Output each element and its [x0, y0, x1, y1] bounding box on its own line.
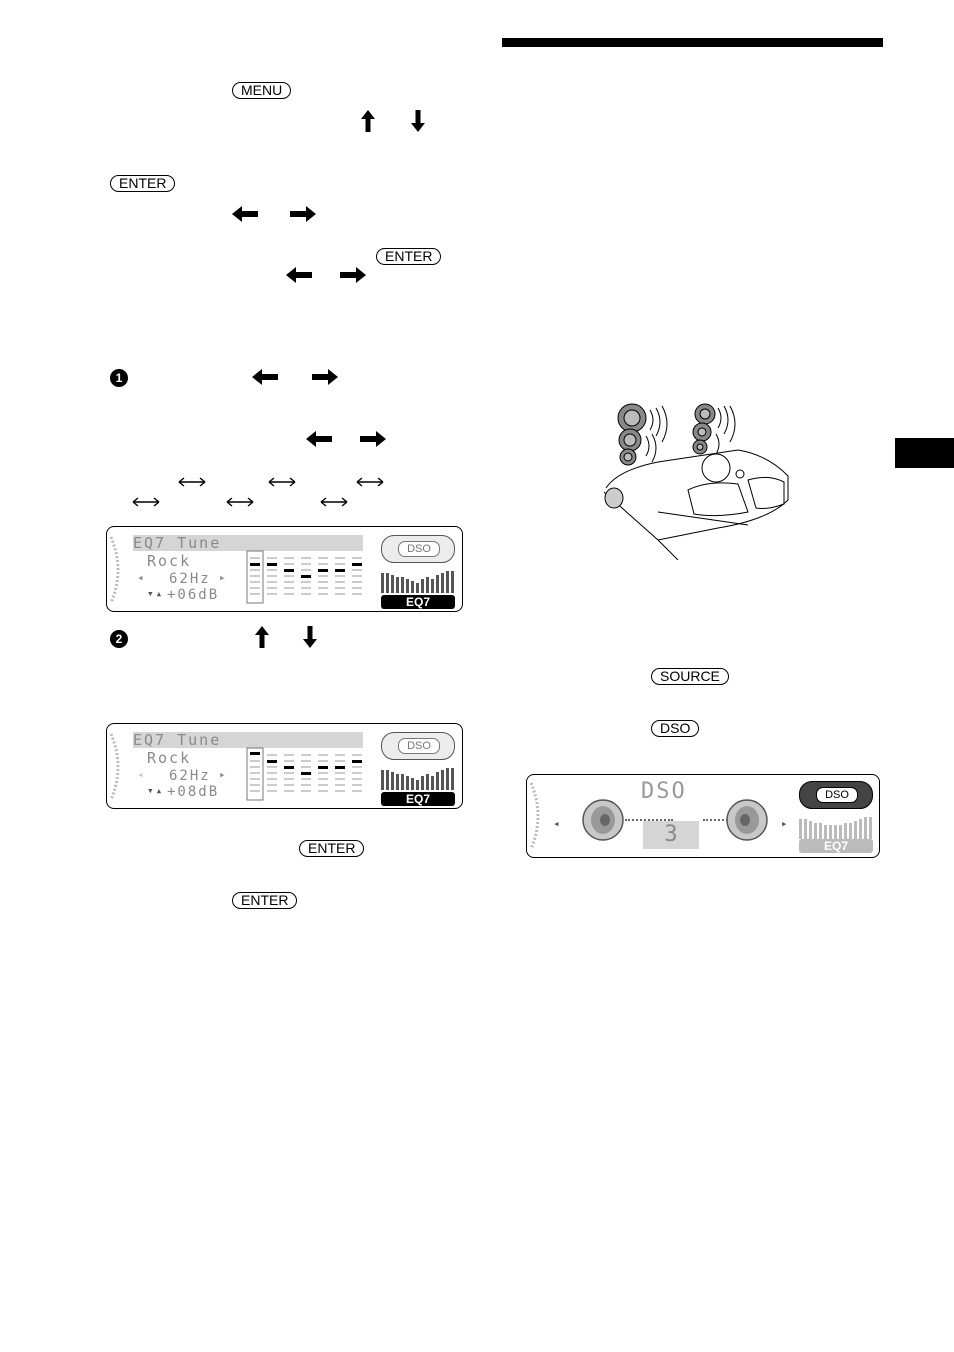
double-arrow-icon: [356, 477, 384, 487]
dso-badge-icon: DSO: [381, 732, 455, 760]
dso-badge-icon: DSO: [381, 535, 455, 563]
lcd-arc-decoration: [529, 782, 540, 850]
lcd-line-4: +06dB: [167, 587, 220, 603]
source-key: SOURCE: [651, 668, 729, 685]
lcd-arc-decoration: [109, 536, 120, 604]
enter-key: ENTER: [110, 175, 176, 192]
left-speaker-icon: [582, 799, 624, 841]
lcd-line-1: EQ7 Tune: [133, 732, 363, 748]
lcd-display-eq-tune-2: EQ7 Tune Rock ◂ 62Hz ▸ ▾▴ +08dB DSO: [106, 723, 463, 809]
down-arrow-icon: [411, 110, 425, 132]
enter-key: ENTER: [232, 892, 298, 909]
lcd-line-2: Rock: [147, 552, 192, 570]
enter-key: ENTER: [376, 248, 442, 265]
step-2-marker: 2: [110, 630, 128, 648]
left-connector-line: [625, 819, 673, 821]
car-speaker-illustration: [603, 403, 789, 560]
lcd-left-indicator-icon: ◂: [137, 768, 146, 781]
menu-key: MENU: [232, 82, 292, 99]
dso-level-value: 3: [643, 821, 699, 849]
lcd-line-2: Rock: [147, 749, 192, 767]
side-index-tab: [895, 438, 954, 468]
lcd-left-indicator-icon: ◂: [553, 817, 562, 830]
dso-title: DSO: [641, 779, 687, 804]
eq7-indicator: EQ7: [381, 792, 455, 806]
lcd-display-dso: DSO ◂ 3 ▸ DSO EQ7: [526, 774, 880, 858]
right-arrow-icon: [312, 369, 338, 385]
dso-badge-label: DSO: [398, 738, 440, 754]
eq-band-graph: [246, 550, 362, 604]
eq-band-graph: [246, 747, 362, 801]
lcd-line-3: 62Hz: [169, 571, 211, 587]
spectrum-meter-icon: [381, 571, 454, 593]
lcd-line-4: +08dB: [167, 784, 220, 800]
up-arrow-icon: [361, 110, 375, 132]
double-arrow-icon: [226, 497, 254, 507]
lcd-arc-decoration: [109, 733, 120, 801]
section-header-bar: [502, 38, 883, 47]
eq7-indicator: EQ7: [381, 595, 455, 609]
double-arrow-icon: [178, 477, 206, 487]
left-arrow-icon: [232, 206, 258, 222]
left-arrow-icon: [286, 267, 312, 283]
right-speaker-icon: [726, 799, 768, 841]
dso-key: DSO: [651, 720, 700, 737]
double-arrow-icon: [132, 497, 160, 507]
right-arrow-icon: [360, 431, 386, 447]
lcd-up-down-indicator-icon: ▾▴: [147, 784, 165, 797]
up-arrow-icon: [255, 626, 269, 648]
dso-badge-icon: DSO: [799, 781, 873, 809]
spectrum-meter-icon: [799, 817, 872, 839]
lcd-right-indicator-icon: ▸: [781, 817, 790, 830]
double-arrow-icon: [320, 497, 348, 507]
right-arrow-icon: [290, 206, 316, 222]
spectrum-meter-icon: [381, 768, 454, 790]
lcd-left-indicator-icon: ◂: [137, 571, 146, 584]
down-arrow-icon: [303, 626, 317, 648]
lcd-up-down-indicator-icon: ▾▴: [147, 587, 165, 600]
lcd-display-eq-tune-1: EQ7 Tune Rock ◂ 62Hz ▸ ▾▴ +06dB DSO: [106, 526, 463, 612]
lcd-right-indicator-icon: ▸: [219, 768, 228, 781]
step-1-marker: 1: [110, 369, 128, 387]
left-arrow-icon: [306, 431, 332, 447]
left-arrow-icon: [252, 369, 278, 385]
eq7-indicator: EQ7: [799, 839, 873, 853]
dso-badge-label: DSO: [816, 787, 858, 803]
dso-badge-label: DSO: [398, 541, 440, 557]
double-arrow-icon: [268, 477, 296, 487]
enter-key: ENTER: [299, 840, 365, 857]
lcd-line-3: 62Hz: [169, 768, 211, 784]
lcd-line-1: EQ7 Tune: [133, 535, 363, 551]
right-arrow-icon: [340, 267, 366, 283]
lcd-right-indicator-icon: ▸: [219, 571, 228, 584]
